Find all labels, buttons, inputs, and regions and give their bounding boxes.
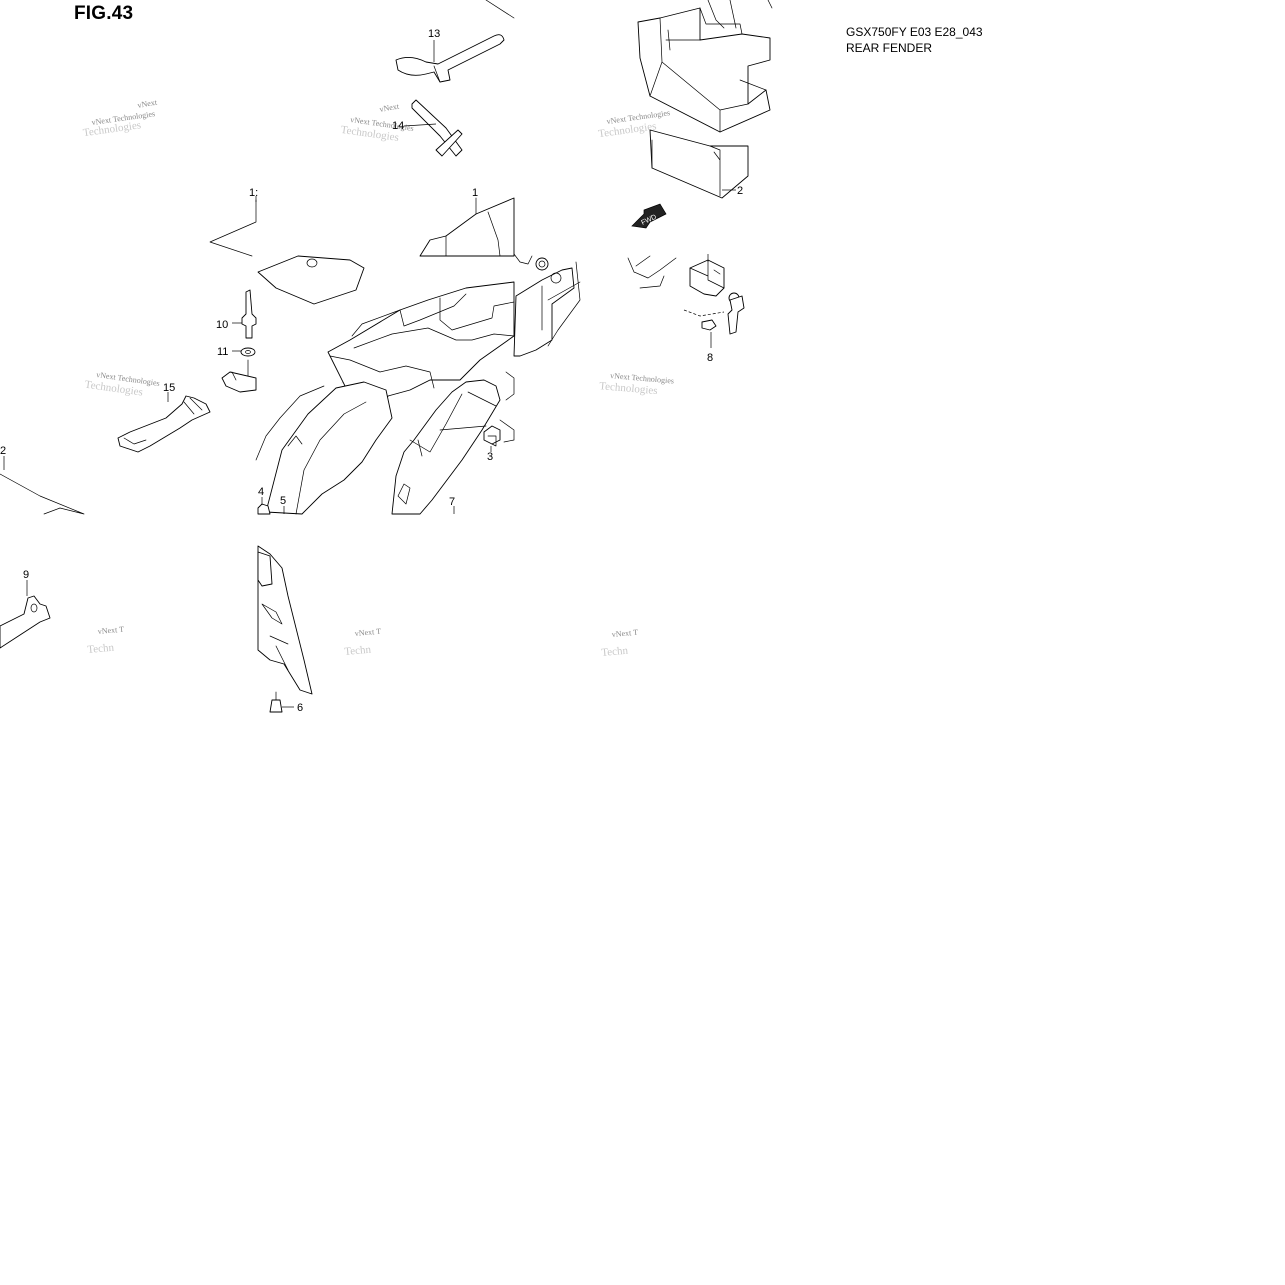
part-4-nut[interactable]: [257, 497, 271, 515]
watermark: vNext: [137, 98, 159, 110]
model-info-block: GSX750FY E03 E28_043 REAR FENDER: [846, 24, 983, 56]
model-code: GSX750FY E03 E28_043: [846, 25, 983, 39]
callout-7[interactable]: 7: [449, 496, 455, 508]
callout-6[interactable]: 6: [297, 702, 303, 714]
part-10-push-rivet[interactable]: [232, 289, 257, 339]
callout-15[interactable]: 15: [163, 382, 175, 394]
svg-text:Techn: Techn: [601, 645, 629, 659]
callout-4[interactable]: 4: [258, 486, 264, 498]
part-8-seat-lock[interactable]: [683, 254, 745, 348]
callout-2[interactable]: 2: [737, 185, 743, 197]
callout-labels: 1 2 2 3 4 5 6 7 8 9 10 11 1: 13 14 15: [0, 28, 743, 714]
part-11-washer[interactable]: [232, 347, 256, 377]
watermark: Technologies vNext Technologies: [84, 370, 160, 399]
callout-8[interactable]: 8: [707, 352, 713, 364]
part-3-bolt[interactable]: [483, 425, 501, 452]
callout-11[interactable]: 11: [217, 346, 228, 358]
part-2-left-fragment[interactable]: [0, 456, 85, 515]
callout-3[interactable]: 3: [487, 451, 493, 463]
watermark: Techn vNext T: [87, 625, 125, 656]
part-9-bracket[interactable]: [0, 580, 51, 649]
part-seat-tail-cover[interactable]: [257, 255, 365, 305]
callout-9[interactable]: 9: [23, 569, 29, 581]
callout-5[interactable]: 5: [280, 495, 286, 507]
watermark: Technologies vNext Technologies: [82, 109, 155, 139]
part-12-seat-panel[interactable]: [209, 196, 257, 257]
part-grommet[interactable]: [513, 253, 549, 271]
callout-12[interactable]: 1:: [249, 187, 258, 199]
part-13-spanner[interactable]: [395, 34, 505, 83]
top-fragment-lines: [485, 0, 773, 29]
section-name: REAR FENDER: [846, 41, 933, 55]
callout-14[interactable]: 14: [392, 120, 404, 132]
watermark: vNext: [379, 102, 401, 114]
part-2-rear-box[interactable]: [637, 7, 771, 199]
part-6-screw[interactable]: [269, 691, 294, 713]
callout-10[interactable]: 10: [216, 319, 228, 331]
watermark: Techn vNext T: [601, 628, 639, 659]
figure-title: FIG.43: [74, 3, 134, 24]
part-15-battery-strap[interactable]: [117, 392, 211, 453]
svg-text:Techn: Techn: [344, 644, 372, 658]
callout-1[interactable]: 1: [472, 187, 478, 199]
svg-text:vNext T: vNext T: [97, 625, 124, 636]
svg-text:Techn: Techn: [87, 642, 115, 656]
part-1-rear-fender[interactable]: [255, 197, 677, 515]
svg-text:Technologies: Technologies: [599, 380, 658, 397]
part-14-hex-key[interactable]: [403, 99, 463, 157]
callout-2-left[interactable]: 2: [0, 445, 6, 457]
callout-13[interactable]: 13: [428, 28, 440, 40]
svg-text:vNext T: vNext T: [611, 628, 638, 639]
svg-text:vNext T: vNext T: [354, 627, 381, 638]
watermark: Techn vNext T: [344, 627, 382, 658]
part-lower-fender-extension[interactable]: [257, 545, 313, 695]
fwd-arrow-icon: FWD: [631, 203, 667, 229]
part-clip[interactable]: [221, 371, 257, 393]
watermark: Technologies vNext Technologies: [599, 371, 675, 397]
